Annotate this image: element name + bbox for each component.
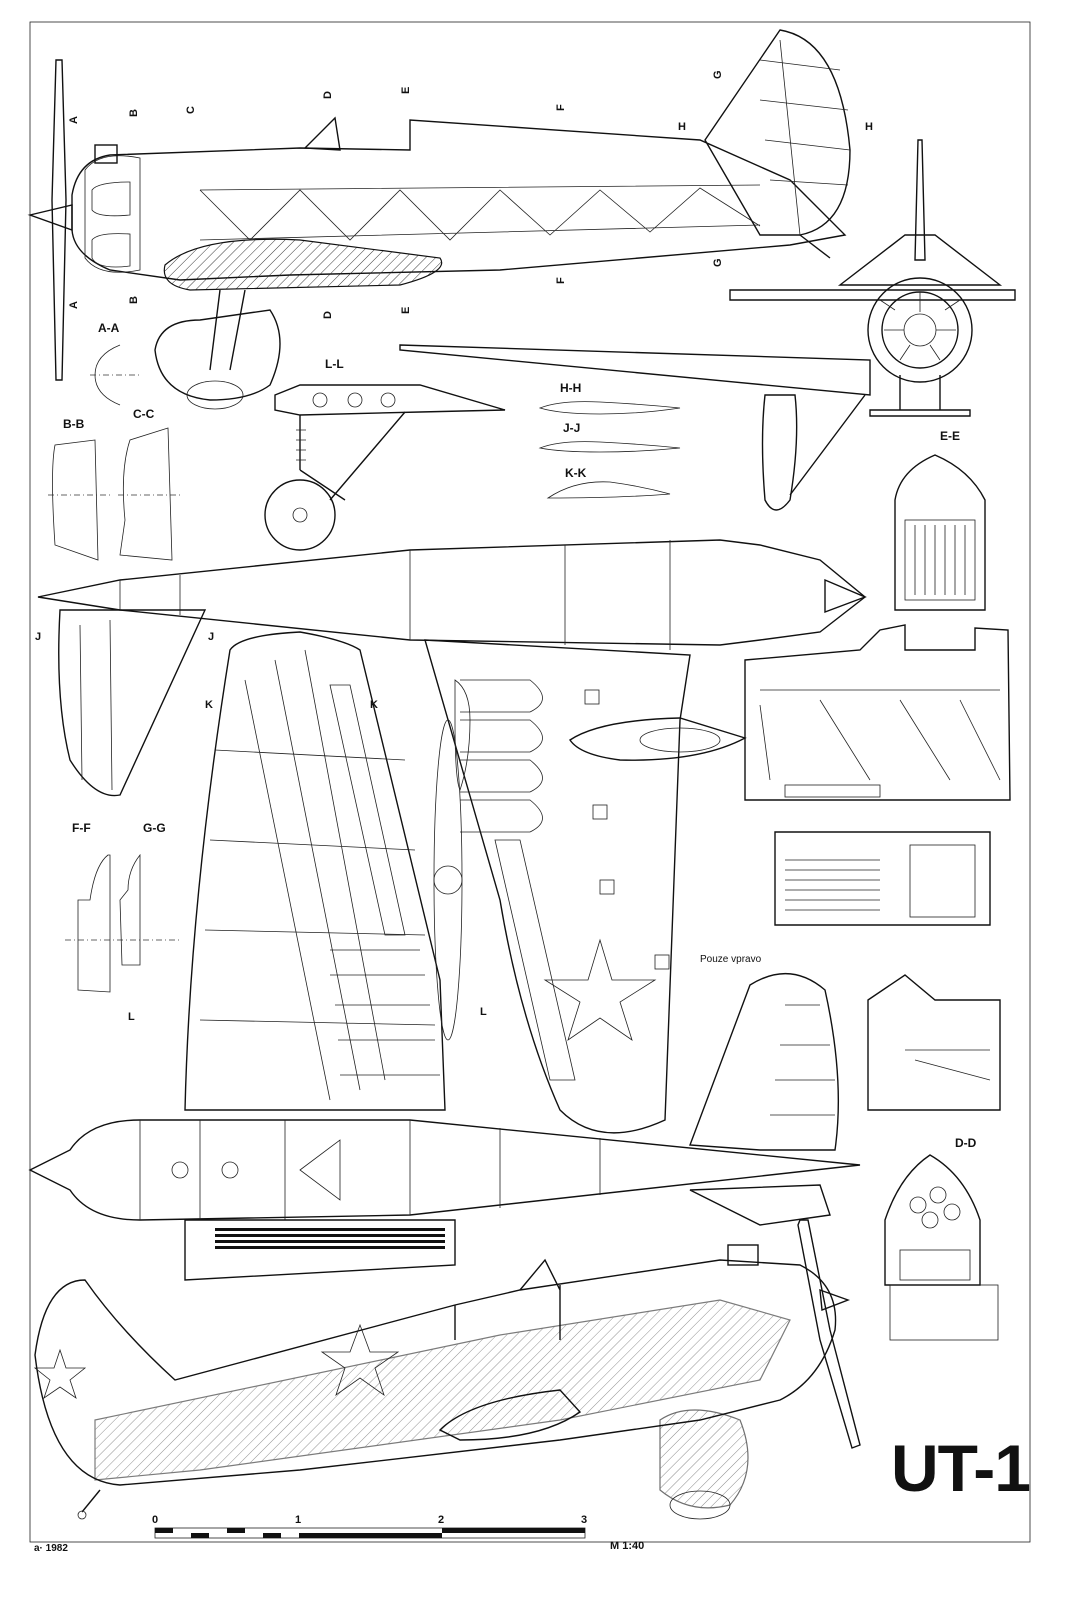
label-kk: K-K	[565, 466, 587, 480]
sheet-border	[29, 21, 1031, 1543]
section-ff-gg	[65, 853, 180, 993]
cut-mark-c: C	[185, 106, 197, 114]
cut-mark-f-bottom: F	[555, 277, 567, 284]
label-cc: C-C	[133, 407, 155, 421]
cockpit-detail-views	[744, 624, 1011, 1111]
cut-mark-b-bottom: B	[128, 296, 140, 304]
scale-tick-3: 3	[581, 1514, 587, 1526]
label-dd: D-D	[955, 1136, 977, 1150]
cut-mark-h-right: H	[865, 121, 873, 133]
section-ee	[894, 454, 986, 611]
label-gg: G-G	[143, 821, 166, 835]
cut-mark-e-top: E	[400, 87, 412, 94]
section-labels: A-A B-B C-C L-L H-H J-J K-K E-E F-F G-G …	[63, 321, 977, 1150]
side-view-structure	[27, 29, 851, 410]
label-hh: H-H	[560, 381, 581, 395]
cut-mark-b-top: B	[128, 109, 140, 117]
cut-mark-j-left: J	[35, 631, 41, 643]
cut-mark-g-top: G	[712, 70, 724, 79]
scale-tick-2: 2	[438, 1514, 444, 1526]
label-ee: E-E	[940, 429, 960, 443]
cut-marks: A A B B C D D E E F F G G H H J J K K L …	[35, 70, 873, 1023]
fuselage-plan-lower	[28, 973, 861, 1281]
airfoil-sections	[538, 401, 681, 499]
section-ll-detail	[264, 384, 506, 551]
label-ll: L-L	[325, 357, 344, 371]
cut-mark-g-bottom: G	[712, 258, 724, 267]
section-dd	[884, 1154, 999, 1341]
scale-tick-1: 1	[295, 1514, 301, 1526]
label-bb: B-B	[63, 417, 85, 431]
cut-mark-l-left: L	[128, 1011, 135, 1023]
section-profiles-top	[48, 344, 182, 561]
cut-mark-d-bottom: D	[322, 311, 334, 319]
side-view-exterior	[33, 1219, 861, 1520]
year-mark: a· 1982	[34, 1543, 68, 1554]
cut-mark-f-top: F	[555, 104, 567, 111]
right-side-only-note: Pouze vpravo	[700, 954, 762, 965]
scale-ratio: M 1:40	[610, 1540, 645, 1552]
cut-mark-e-bottom: E	[400, 307, 412, 314]
label-jj: J-J	[563, 421, 580, 435]
scale-bar: 0 1 2 3	[152, 1514, 587, 1539]
cut-mark-k-right: K	[370, 699, 378, 711]
cut-mark-h-left: H	[678, 121, 686, 133]
cut-mark-k-left: K	[205, 699, 213, 711]
aircraft-title: UT-1	[890, 1431, 1031, 1505]
cut-mark-a-top: A	[68, 116, 80, 124]
cut-mark-j-right: J	[208, 631, 214, 643]
cut-mark-a-bottom: A	[68, 301, 80, 309]
scale-tick-0: 0	[152, 1514, 158, 1526]
label-aa: A-A	[98, 321, 120, 335]
label-ff: F-F	[72, 821, 91, 835]
cut-mark-l-right: L	[480, 1006, 487, 1018]
cut-mark-d-top: D	[322, 91, 334, 99]
front-view	[399, 139, 1016, 511]
plan-view	[37, 539, 867, 1134]
